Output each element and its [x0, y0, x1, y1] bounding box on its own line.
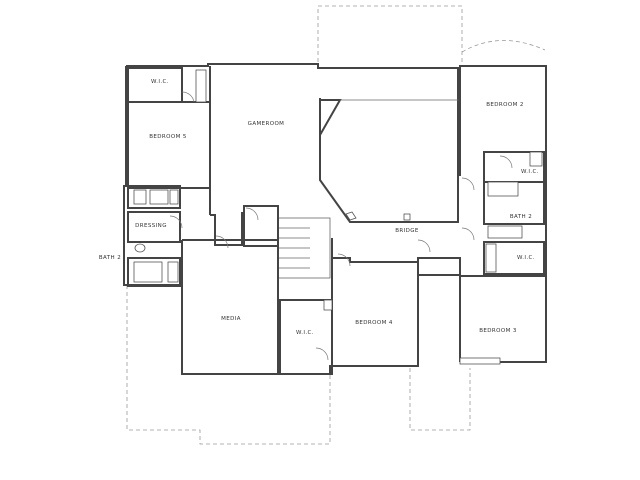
fixtures	[133, 69, 543, 365]
room-label-bedroom-3: BEDROOM 3	[479, 328, 517, 334]
room-label-bath-2-left: BATH 2	[99, 255, 121, 261]
room-labels: W.I.C. BEDROOM 5 GAMEROOM BEDROOM 2 W.I.…	[99, 79, 539, 336]
room-label-gameroom: GAMEROOM	[248, 121, 285, 127]
room-label-wic-right-lower: W.I.C.	[517, 255, 535, 261]
room-label-bridge: BRIDGE	[395, 228, 419, 234]
room-label-wic-center: W.I.C.	[296, 330, 314, 336]
room-label-bath-2-right: BATH 2	[510, 214, 532, 220]
room-label-dressing: DRESSING	[135, 223, 167, 229]
room-label-bedroom-5: BEDROOM 5	[149, 134, 187, 140]
room-label-wic-top-left: W.I.C.	[151, 79, 169, 85]
room-label-bedroom-2: BEDROOM 2	[486, 102, 524, 108]
roof-outlines	[126, 5, 546, 445]
room-label-wic-right: W.I.C.	[521, 169, 539, 175]
door-swings	[169, 91, 513, 361]
room-label-media: MEDIA	[221, 316, 241, 322]
room-label-bedroom-4: BEDROOM 4	[355, 320, 393, 326]
